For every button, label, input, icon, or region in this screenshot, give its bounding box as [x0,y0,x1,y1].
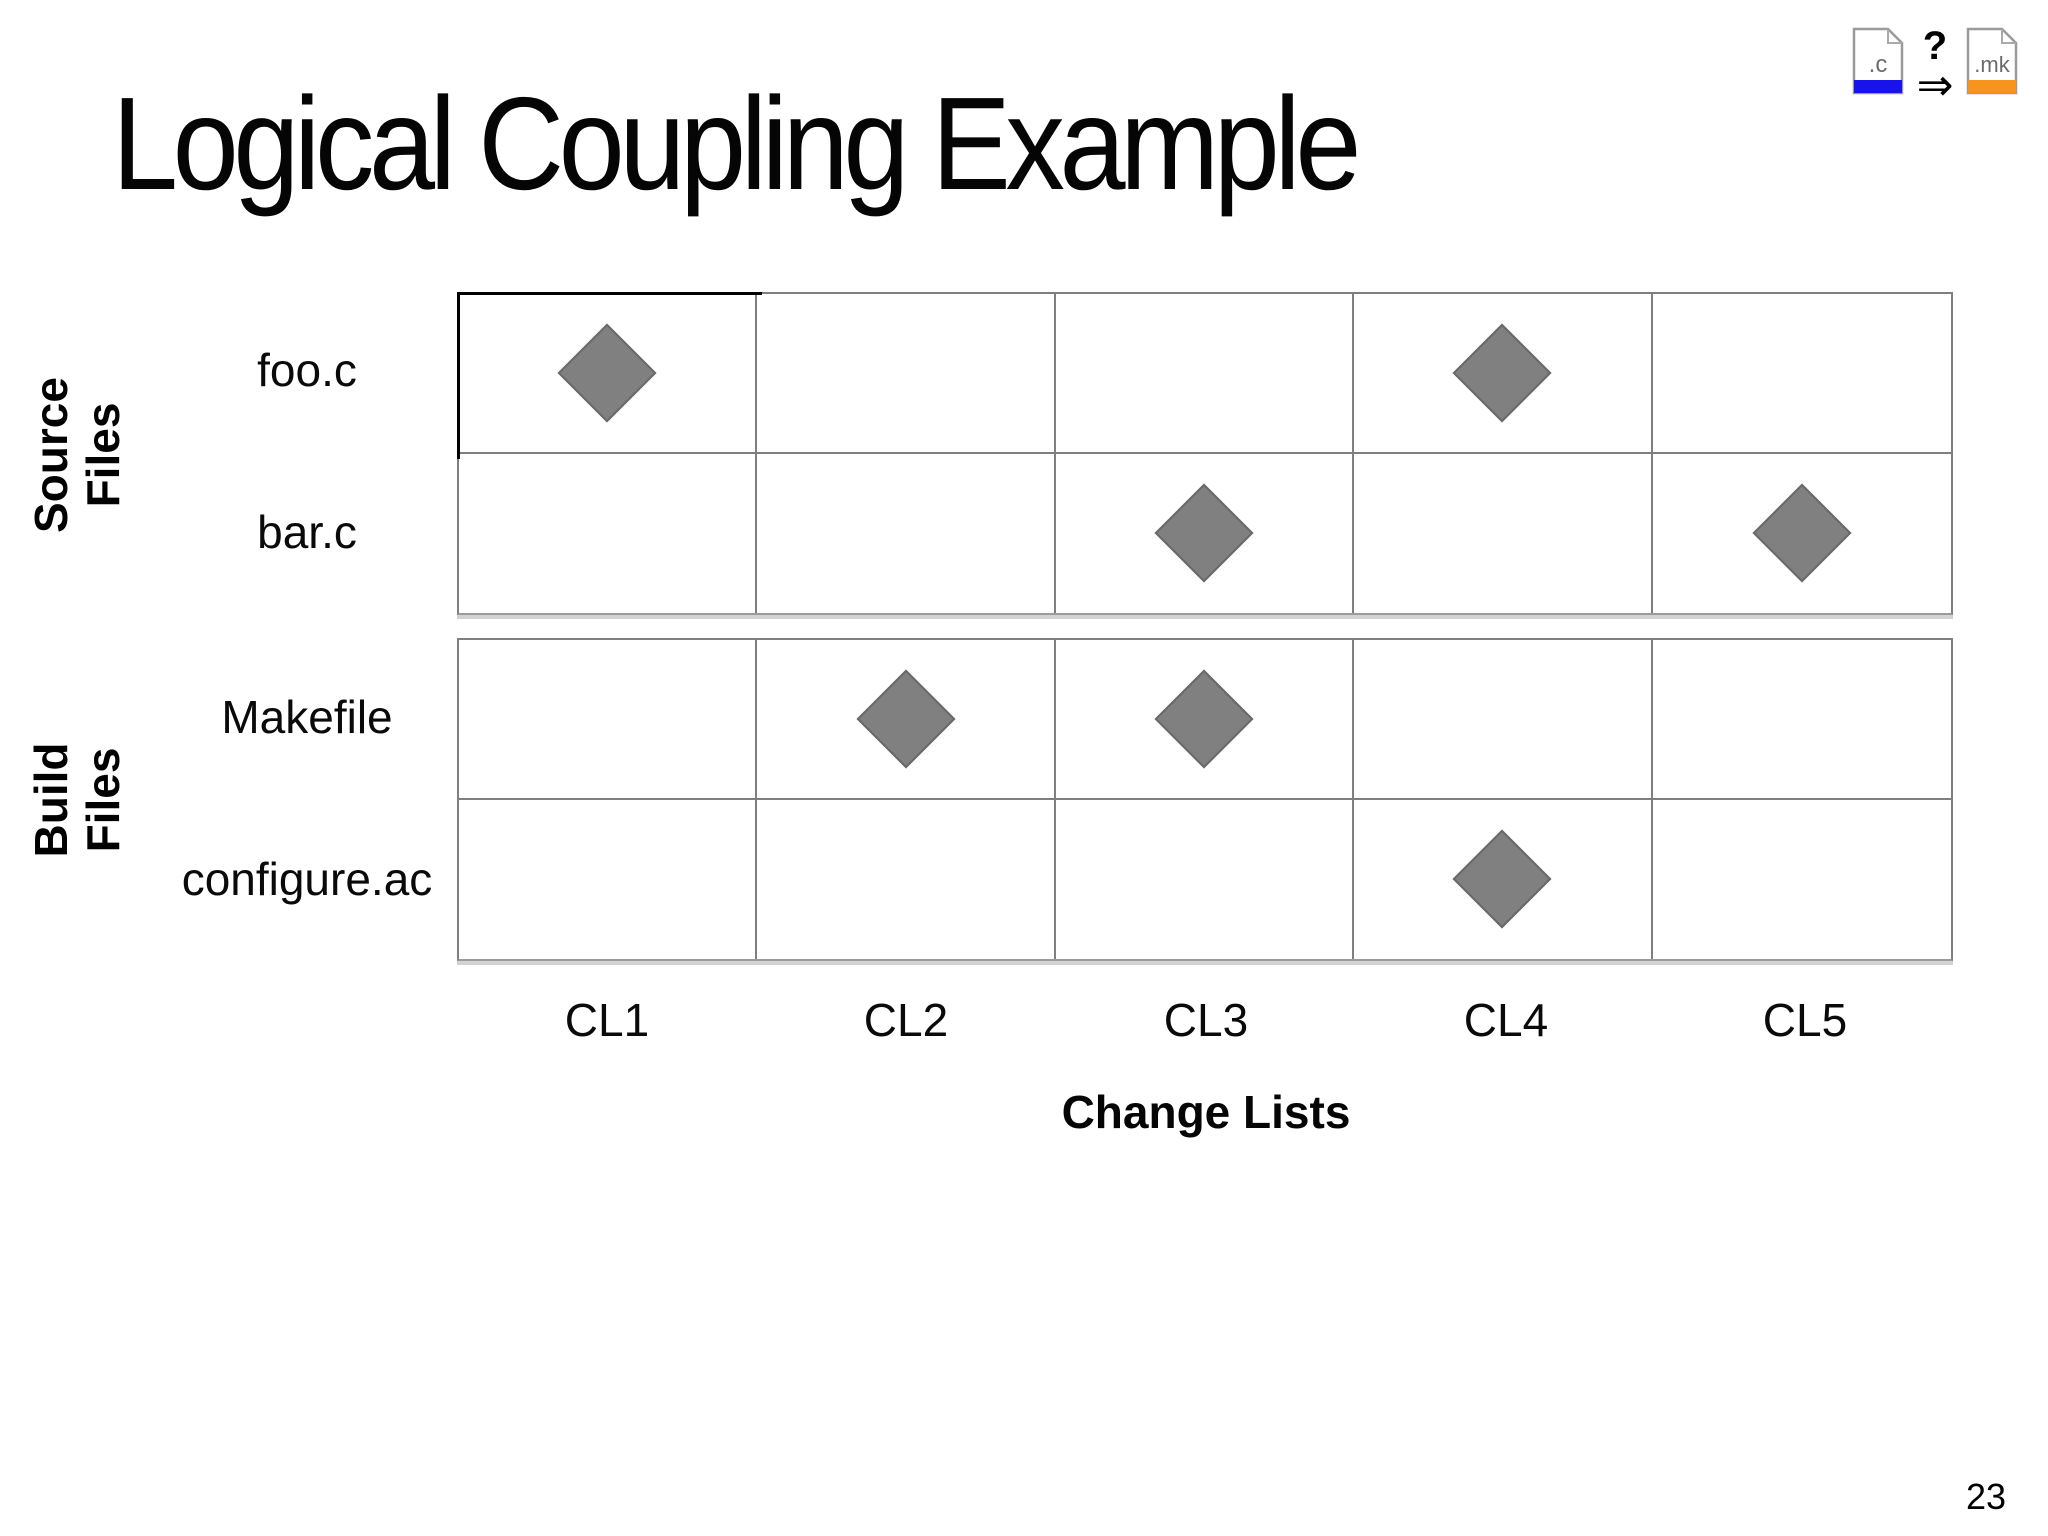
page-number: 23 [1965,1476,2006,1517]
cell-bar.c-CL1 [459,453,758,613]
c-file-color-bar [1854,80,1902,93]
cell-bar.c-CL4 [1354,453,1653,613]
question-arrow-group: ? ⇒ [1913,24,1957,110]
coupling-diamond-foo.c-CL4 [1452,323,1552,423]
cell-Makefile-CL5 [1652,640,1951,800]
cell-foo.c-CL5 [1652,294,1951,454]
mk-file-color-bar [1968,80,2016,93]
question-mark: ? [1922,24,1948,68]
cell-configure.ac-CL1 [459,799,758,959]
mk-file-label: .mk [1974,52,2010,77]
cell-configure.ac-CL4 [1354,799,1653,959]
cell-bar.c-CL5 [1653,454,1951,614]
col-label-cl4: CL4 [1463,994,1549,1046]
cell-foo.c-CL4 [1354,294,1653,454]
cell-Makefile-CL3 [1055,640,1355,800]
cell-Makefile-CL2 [757,640,1056,800]
c-file-label: .c [1869,51,1888,78]
source-files-matrix [457,292,1953,615]
row-label-configure-ac: configure.ac [181,853,433,905]
row-label-foo-c: foo.c [257,344,357,396]
coupling-diamond-bar.c-CL3 [1154,483,1254,583]
cell-Makefile-CL4 [1354,640,1653,800]
col-label-cl5: CL5 [1762,994,1848,1046]
file-fold [2001,29,2016,44]
cell-bar.c-CL3 [1056,453,1355,613]
coupling-diamond-bar.c-CL5 [1752,483,1852,583]
col-label-cl1: CL1 [564,994,650,1046]
cell-Makefile-CL1 [459,640,758,800]
col-label-cl3: CL3 [1163,994,1249,1046]
cell-configure.ac-CL3 [1056,799,1355,959]
coupling-question-icon: .c ? ⇒ .mk [1851,24,2019,110]
implies-arrow-icon: ⇒ [1916,61,1954,110]
cell-foo.c-CL2 [757,294,1056,454]
col-label-cl2: CL2 [863,994,949,1046]
coupling-diamond-Makefile-CL3 [1154,669,1254,769]
row-label-makefile: Makefile [221,691,393,743]
coupling-diamond-Makefile-CL2 [856,669,956,769]
build-files-matrix [457,638,1953,961]
cell-foo.c-CL1 [459,294,758,454]
coupling-diamond-configure.ac-CL4 [1452,829,1552,929]
mk-file-icon: .mk [1966,27,2018,95]
cell-configure.ac-CL5 [1653,800,1951,960]
c-file-icon: .c [1852,27,1904,95]
row-label-bar-c: bar.c [257,506,357,558]
cell-foo.c-CL3 [1055,294,1355,454]
slide-title: Logical Coupling Example [112,70,1361,217]
file-fold [1887,29,1902,44]
x-axis-label: Change Lists [1061,1086,1351,1138]
cell-configure.ac-CL2 [757,799,1056,959]
cell-bar.c-CL2 [757,453,1056,613]
coupling-diamond-foo.c-CL1 [557,323,657,423]
